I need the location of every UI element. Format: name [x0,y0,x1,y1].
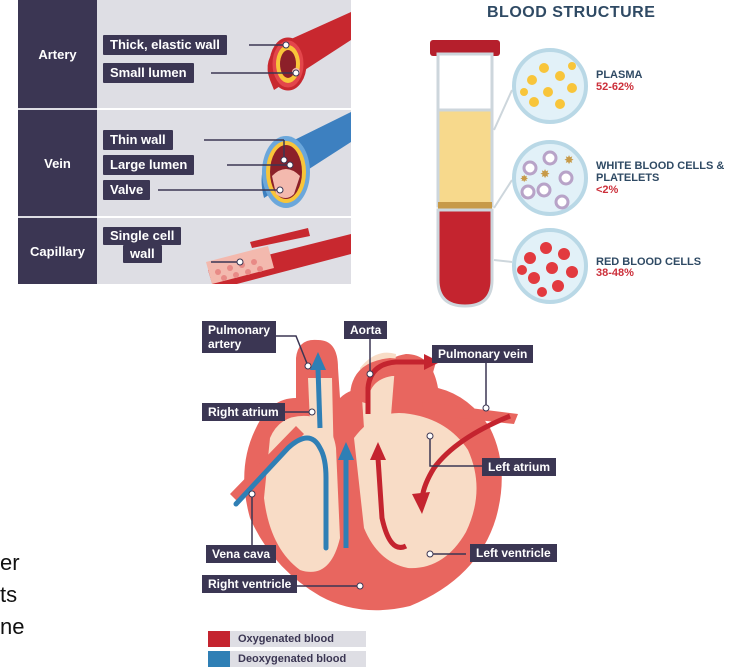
pulmonary-artery-line2: artery [208,337,270,351]
red-cells-percent: 38-48% [596,267,634,279]
plasma-percent: 52-62% [596,81,634,93]
legend-deoxygenated: Deoxygenated blood [208,651,366,667]
oxygenated-swatch [208,631,230,647]
pulmonary-vein-label: Pulmonary vein [432,345,533,363]
capillary-row: Capillary Single cell wall [18,218,351,284]
white-cells-percent: <2% [596,184,618,196]
cropped-text-line2: ts [0,582,17,608]
pulmonary-artery-line1: Pulmonary [208,323,270,337]
blood-vessels-panel: Artery Thick, elastic wall Small lumen V… [18,0,351,284]
vena-cava-label: Vena cava [206,545,276,563]
cropped-text-line3: ne [0,614,24,640]
blood-structure-illustration: ✸ ✸ ✸ [420,30,731,320]
deoxygenated-flow-pulmonary-artery [318,368,320,428]
blood-structure-title: BLOOD STRUCTURE [487,4,655,22]
vein-row: Vein Thin wall Large lumen Valve [18,110,351,216]
left-ventricle-label: Left ventricle [470,544,557,562]
right-atrium-label: Right atrium [202,403,285,421]
red-cells-layer [438,210,492,306]
artery-row: Artery Thick, elastic wall Small lumen [18,0,351,108]
right-ventricle-label: Right ventricle [202,575,297,593]
white-cells-name-line1: WHITE BLOOD CELLS & [596,160,724,172]
svg-text:✸: ✸ [564,153,574,167]
artery-illustration [18,0,351,108]
deoxygenated-swatch [208,651,230,667]
left-atrium-label: Left atrium [482,458,556,476]
deoxygenated-legend-label: Deoxygenated blood [230,651,366,667]
plasma-name: PLASMA [596,69,642,81]
capillary-illustration [18,218,351,284]
legend-oxygenated: Oxygenated blood [208,631,366,647]
pulmonary-artery-label: Pulmonary artery [202,321,276,353]
vein-illustration [18,110,351,216]
aorta-label: Aorta [344,321,387,339]
white-cells-name-line2: PLATELETS [596,172,659,184]
svg-text:✸: ✸ [520,174,528,185]
oxygenated-legend-label: Oxygenated blood [230,631,366,647]
cropped-text-line1: er [0,550,20,576]
plasma-layer [438,110,492,206]
svg-text:✸: ✸ [540,167,550,181]
